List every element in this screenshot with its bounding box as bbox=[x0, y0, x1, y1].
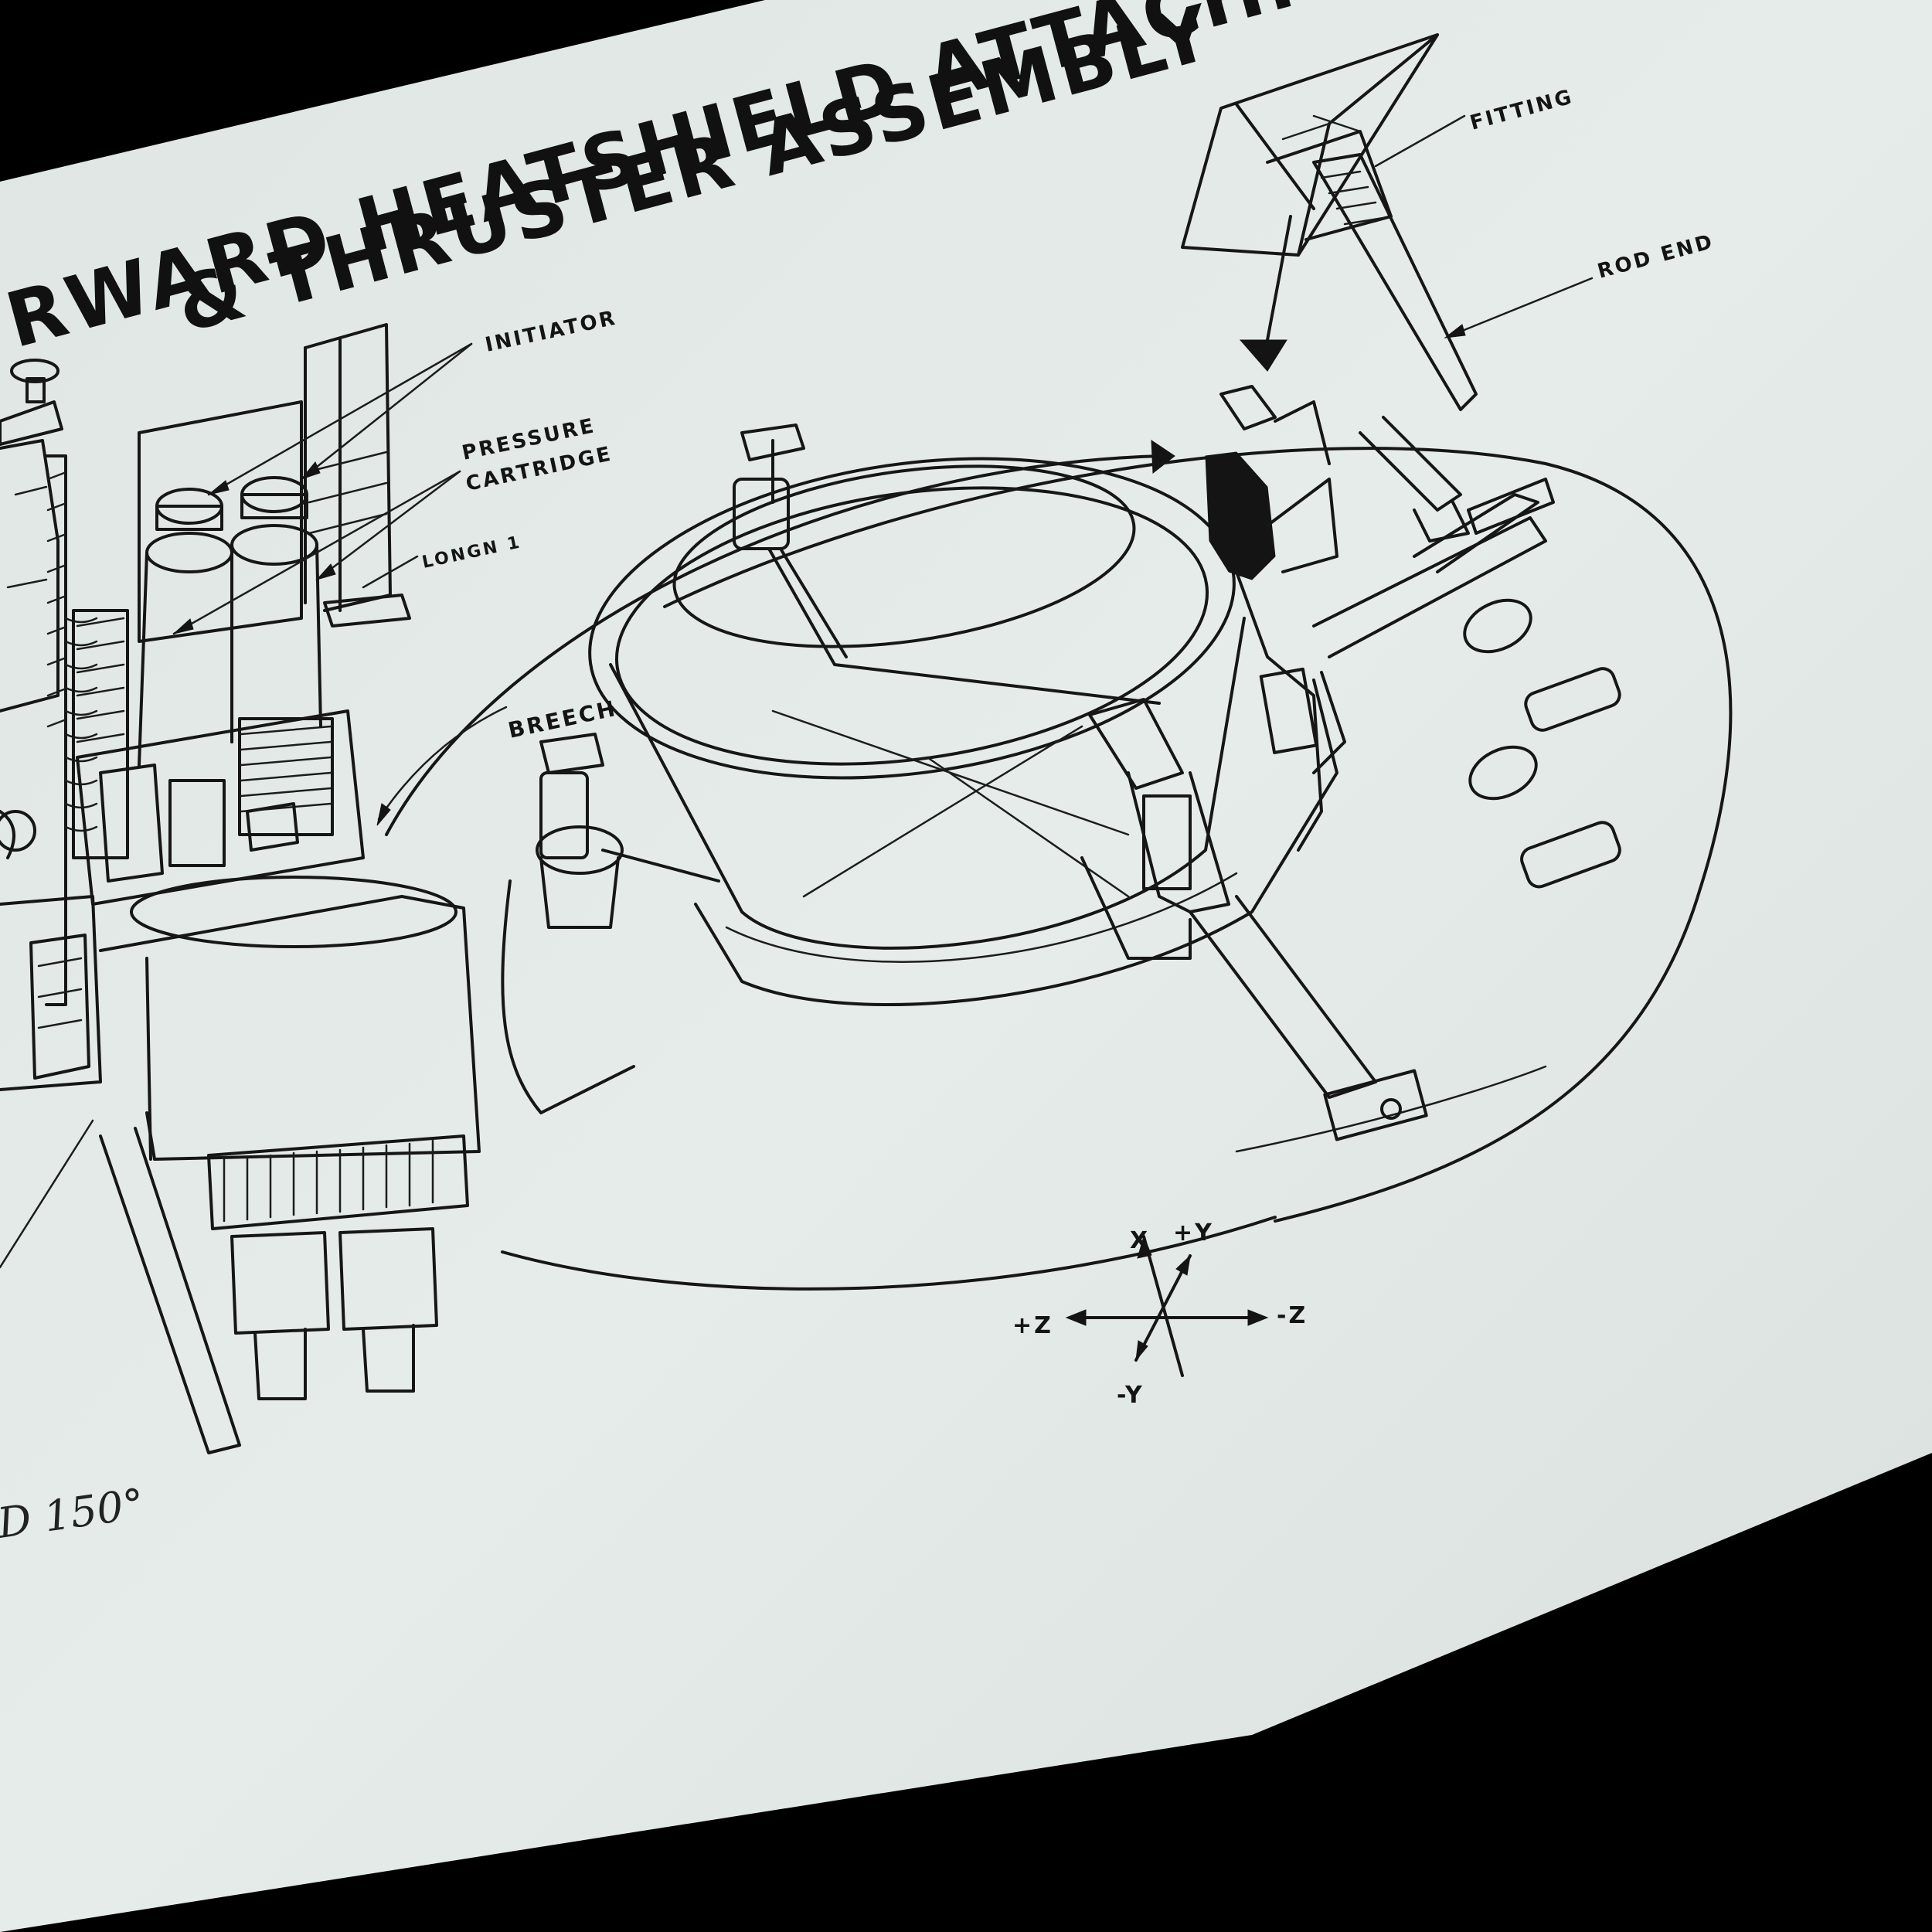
fitting-detail-drawing bbox=[1181, 33, 1594, 411]
axis-label-plus-y: +Y bbox=[1173, 1219, 1214, 1247]
axis-indicator bbox=[1065, 1235, 1269, 1377]
heatshield-ring-drawing bbox=[501, 385, 1733, 1291]
axis-label-plus-z: +Z bbox=[1012, 1312, 1053, 1339]
axis-label-minus-z: -Z bbox=[1277, 1302, 1308, 1329]
axis-labels: X +Y +Z -Z -Y bbox=[1012, 1219, 1308, 1409]
axis-label-minus-y: -Y bbox=[1117, 1382, 1145, 1409]
axis-label-x: X bbox=[1130, 1227, 1150, 1254]
thruster-assembly-drawing bbox=[0, 323, 481, 1454]
